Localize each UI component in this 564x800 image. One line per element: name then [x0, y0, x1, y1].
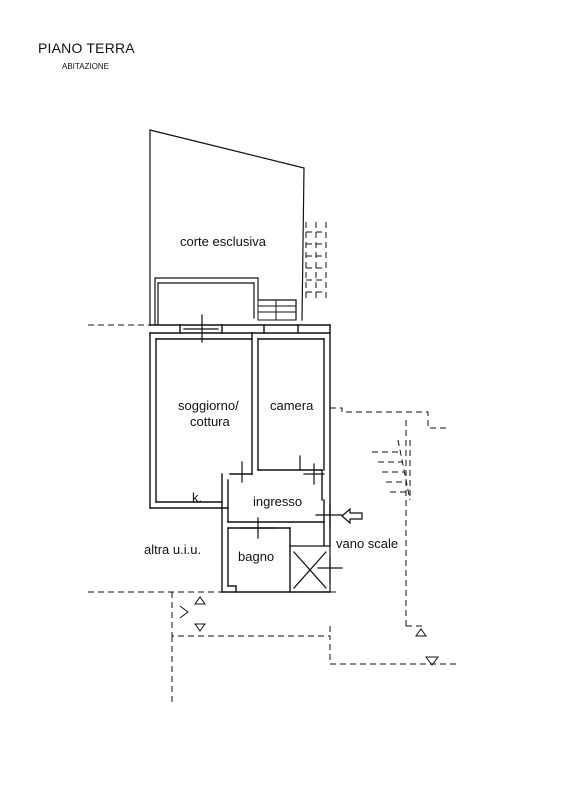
level-marker-icon	[415, 628, 427, 637]
label-corte-esclusiva: corte esclusiva	[180, 234, 266, 249]
living-room-walls	[149, 332, 253, 509]
bedroom-door-marks	[241, 455, 325, 485]
dashed-left-boundary	[88, 324, 222, 593]
label-cottura: cottura	[190, 414, 230, 429]
bedroom-walls	[229, 332, 325, 475]
level-marker-icon	[194, 623, 206, 632]
label-ingresso: ingresso	[253, 494, 303, 509]
entrance-door-mark	[315, 503, 343, 527]
label-kitchen-mark: k.	[192, 490, 203, 505]
dashed-outdoor-steps	[372, 439, 411, 501]
dashed-right-boundary	[330, 407, 446, 627]
bathroom-door-mark	[239, 517, 277, 539]
page-title: PIANO TERRA	[38, 40, 135, 56]
label-altra-uiu: altra u.i.u.	[144, 542, 202, 557]
level-markers	[179, 596, 439, 666]
entrance-walls	[221, 473, 325, 546]
front-door-mark	[183, 314, 219, 343]
label-bagno: bagno	[238, 549, 275, 564]
entry-arrow-icon	[341, 507, 363, 525]
label-camera: camera	[270, 398, 314, 413]
level-marker-icon	[194, 596, 206, 605]
front-wall	[149, 324, 331, 334]
stairwell	[289, 545, 343, 593]
label-soggiorno: soggiorno/	[178, 398, 239, 413]
dashed-lower-boundary	[171, 592, 456, 702]
level-marker-icon	[425, 656, 439, 666]
right-exterior-wall	[321, 324, 331, 546]
label-vano-scale: vano scale	[336, 536, 399, 551]
courtyard-outline	[149, 129, 305, 326]
page-subtitle: ABITAZIONE	[62, 62, 109, 71]
dashed-exterior-stairs	[305, 222, 327, 300]
courtyard-steps	[257, 299, 297, 321]
